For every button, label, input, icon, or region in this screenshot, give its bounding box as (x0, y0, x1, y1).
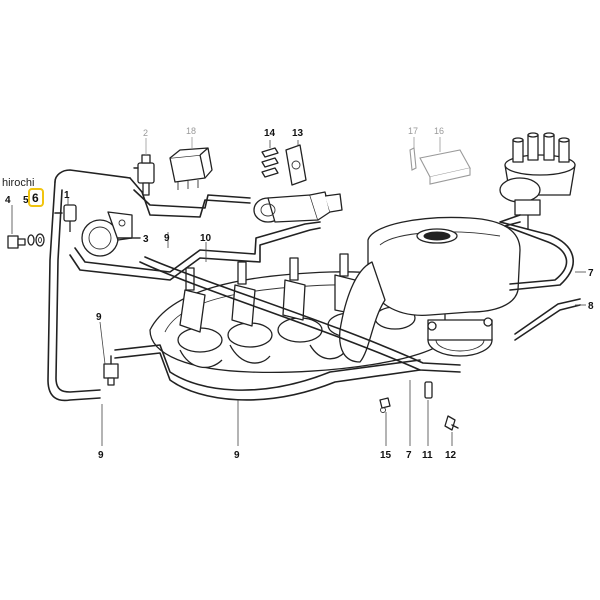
part-12-nipple (444, 415, 459, 431)
callout-9-bottom-center: 9 (234, 450, 240, 461)
part-5-washer (27, 234, 35, 246)
idle-control-valve (253, 191, 343, 223)
highlight-callout-6: 6 (28, 188, 44, 207)
part-4-bolt (7, 235, 26, 249)
part-13-gasket (285, 144, 307, 186)
callout-7-bottom: 7 (406, 450, 412, 461)
part-18-relay (169, 147, 213, 190)
part-1-sensor (63, 204, 77, 232)
part-9-temp-sensor (103, 355, 119, 386)
callout-17: 17 (408, 126, 418, 136)
part-14-washers (261, 147, 279, 178)
part-17-clip (409, 147, 417, 171)
callout-9-left: 9 (96, 312, 102, 323)
callout-18: 18 (186, 126, 196, 136)
callout-2: 2 (143, 128, 148, 138)
callout-11: 11 (422, 450, 433, 461)
distributor (499, 132, 576, 230)
part-15-clamp (379, 397, 391, 413)
part-2-pressure-switch (133, 154, 155, 196)
callout-10: 10 (200, 233, 212, 244)
vacuum-hoses (47, 169, 581, 402)
callout-12: 12 (445, 450, 457, 461)
highlight-label: 6 (32, 191, 39, 205)
callout-9-bottom-left: 9 (98, 450, 104, 461)
callout-4: 4 (5, 195, 11, 206)
watermark-text: hirochi (2, 177, 34, 189)
leader-lines (11, 137, 586, 446)
callout-16: 16 (434, 126, 444, 136)
callout-13: 13 (292, 128, 304, 139)
callout-9-top: 9 (164, 233, 170, 244)
part-6-washer (35, 233, 45, 247)
part-11-clip (424, 381, 433, 399)
callout-1: 1 (64, 190, 70, 201)
callout-5: 5 (23, 195, 29, 206)
callout-14: 14 (264, 128, 276, 139)
part-3-vacuum-unit (81, 211, 141, 257)
callout-3: 3 (143, 234, 149, 245)
part-16-control-unit (419, 149, 471, 185)
callout-8: 8 (588, 301, 594, 312)
air-collector (339, 216, 521, 363)
callout-15: 15 (380, 450, 392, 461)
callout-labels: 1 2 3 4 5 7 7 8 9 9 9 9 10 11 12 13 14 1… (5, 126, 594, 461)
callout-7-right: 7 (588, 268, 594, 279)
